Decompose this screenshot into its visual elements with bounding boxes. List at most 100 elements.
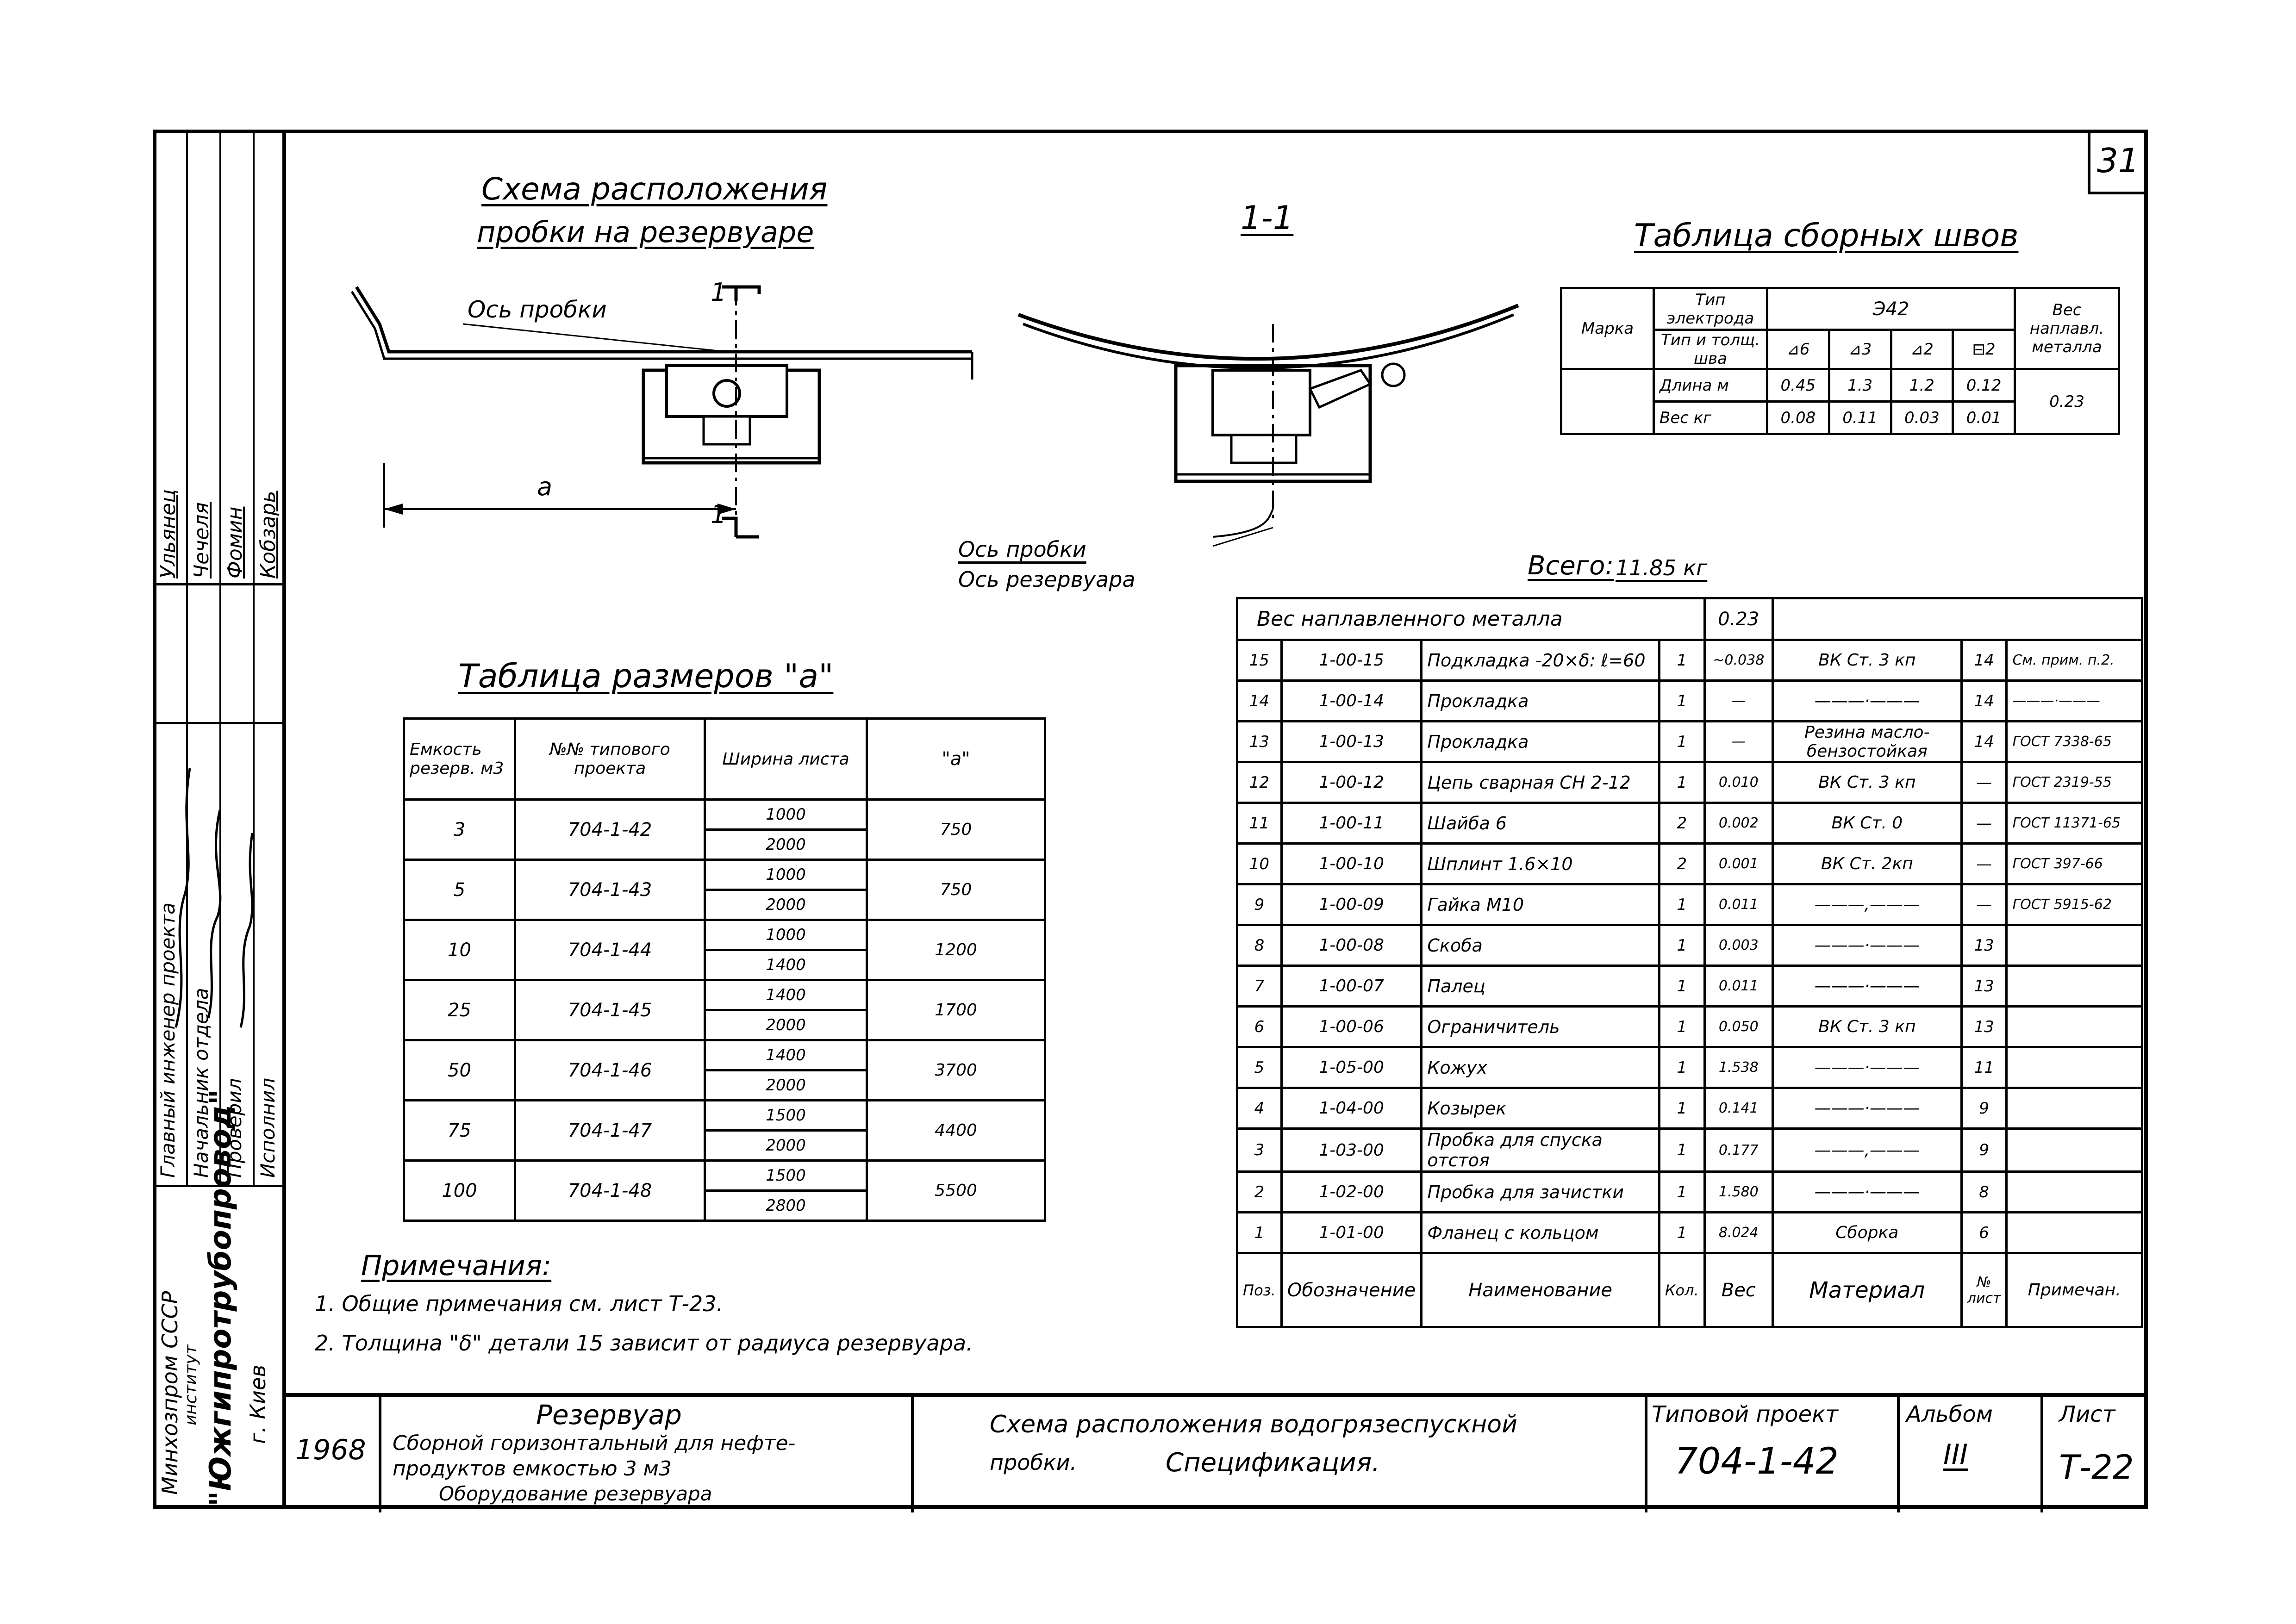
size-width: 2800 xyxy=(704,1189,868,1222)
tb-drawing-line: Спецификация. xyxy=(1166,1448,1380,1478)
spec-note xyxy=(2005,1046,2143,1089)
spec-weight: 8.024 xyxy=(1703,1211,1774,1254)
spec-qty: 1 xyxy=(1658,883,1706,926)
spec-material: Сборка xyxy=(1771,1211,1963,1254)
signature xyxy=(162,740,273,1041)
spec-pos: 6 xyxy=(1236,1005,1283,1048)
stamp-institute: "Южгипротрубопровод" xyxy=(204,1089,238,1506)
size-width: 1400 xyxy=(704,979,868,1011)
size-table-title: Таблица размеров "a" xyxy=(458,657,834,695)
size-width: 2000 xyxy=(704,1009,868,1041)
stamp-institute-label: институт xyxy=(181,1344,200,1425)
size-project: 704-1-45 xyxy=(514,979,706,1041)
size-a: 5500 xyxy=(866,1159,1046,1222)
spec-material: ———,——— xyxy=(1771,1127,1963,1173)
section-axis-label-2: Ось резервуара xyxy=(958,567,1136,592)
weld-weight-label: Вес кг xyxy=(1653,400,1768,435)
size-header: "a" xyxy=(866,717,1046,801)
spec-material: ———·——— xyxy=(1771,964,1963,1008)
spec-material: ———·——— xyxy=(1771,679,1963,722)
weld-electrode-label: Тип электрода xyxy=(1653,287,1768,331)
spec-name: Цепь сварная СН 2-12 xyxy=(1420,761,1660,804)
spec-qty: 1 xyxy=(1658,1127,1706,1173)
size-a: 3700 xyxy=(866,1039,1046,1101)
spec-material: ———,——— xyxy=(1771,883,1963,926)
size-capacity: 100 xyxy=(403,1159,516,1222)
spec-note xyxy=(2005,1005,2143,1048)
spec-qty: 1 xyxy=(1658,761,1706,804)
spec-header: Вес xyxy=(1703,1252,1774,1328)
spec-pos: 9 xyxy=(1236,883,1283,926)
spec-pos: 3 xyxy=(1236,1127,1283,1173)
weld-symbol: ⊿2 xyxy=(1890,329,1954,370)
weld-length: 1.2 xyxy=(1890,368,1954,403)
size-width: 2000 xyxy=(704,1069,868,1101)
weld-symbol-value: 2 xyxy=(1923,340,1934,359)
size-project: 704-1-48 xyxy=(514,1159,706,1222)
weld-mark-header: Марка xyxy=(1560,287,1655,370)
tb-project-value: 704-1-42 xyxy=(1675,1441,1839,1482)
scheme-title-1: Схема расположения xyxy=(481,171,828,207)
spec-material: ———·——— xyxy=(1771,1046,1963,1089)
spec-pos: 4 xyxy=(1236,1087,1283,1130)
spec-note xyxy=(2005,1170,2143,1213)
tb-album-label: Альбом xyxy=(1906,1401,1993,1427)
spec-weight: 0.050 xyxy=(1703,1005,1774,1048)
weld-type-label: Тип и толщ. шва xyxy=(1653,329,1768,370)
spec-name: Кожух xyxy=(1420,1046,1660,1089)
size-row-sub: 2000 xyxy=(404,1009,1045,1041)
size-capacity: 5 xyxy=(403,859,516,921)
side-stamp: Главный инженер проекта Начальник отдела… xyxy=(153,130,286,1509)
size-header: Ширина листа xyxy=(704,717,868,801)
spec-sheet: 13 xyxy=(1960,1005,2008,1048)
stamp-name: Фомин xyxy=(223,506,247,579)
spec-code: 1-02-00 xyxy=(1280,1170,1423,1213)
size-a: 750 xyxy=(866,859,1046,921)
spec-pos: 14 xyxy=(1236,679,1283,722)
spec-code: 1-00-13 xyxy=(1280,720,1423,763)
metal-row-empty xyxy=(1771,597,2144,641)
spec-name: Козырек xyxy=(1420,1087,1660,1130)
spec-note: ГОСТ 397-66 xyxy=(2005,842,2143,885)
notes-title: Примечания: xyxy=(361,1250,552,1282)
spec-material: ———·——— xyxy=(1771,924,1963,967)
scheme-section-mark: 1 xyxy=(711,278,727,307)
spec-qty: 2 xyxy=(1658,802,1706,845)
spec-material: ВК Ст. 0 xyxy=(1771,802,1963,845)
tb-divider xyxy=(1897,1397,1900,1512)
weld-weight: 0.08 xyxy=(1766,400,1830,435)
spec-weight: 0.003 xyxy=(1703,924,1774,967)
size-capacity: 3 xyxy=(403,798,516,861)
spec-name: Скоба xyxy=(1420,924,1660,967)
corner-sheet-box xyxy=(2088,130,2148,194)
spec-qty: 1 xyxy=(1658,1087,1706,1130)
spec-weight: — xyxy=(1703,720,1774,763)
spec-weight: 0.177 xyxy=(1703,1127,1774,1173)
total-value: 11.85 кг xyxy=(1616,555,1708,580)
spec-sheet: — xyxy=(1960,802,2008,845)
size-row-sub: 2000 xyxy=(404,889,1045,921)
note-item: 1. Общие примечания см. лист Т-23. xyxy=(315,1291,724,1316)
spec-weight: ~0.038 xyxy=(1703,639,1774,682)
spec-name: Ограничитель xyxy=(1420,1005,1660,1048)
spec-code: 1-00-07 xyxy=(1280,964,1423,1008)
spec-pos: 5 xyxy=(1236,1046,1283,1089)
spec-code: 1-00-11 xyxy=(1280,802,1423,845)
weld-weight: 0.01 xyxy=(1952,400,2016,435)
spec-qty: 1 xyxy=(1658,964,1706,1008)
spec-code: 1-00-14 xyxy=(1280,679,1423,722)
weld-symbol-value: 6 xyxy=(1799,340,1810,359)
size-project: 704-1-47 xyxy=(514,1099,706,1162)
section-axis-label-1: Ось пробки xyxy=(958,537,1086,562)
scheme-dim-label: a xyxy=(537,472,553,501)
size-width: 1400 xyxy=(704,949,868,981)
spec-qty: 1 xyxy=(1658,1211,1706,1254)
spec-material: ВК Ст. 3 кп xyxy=(1771,1005,1963,1048)
